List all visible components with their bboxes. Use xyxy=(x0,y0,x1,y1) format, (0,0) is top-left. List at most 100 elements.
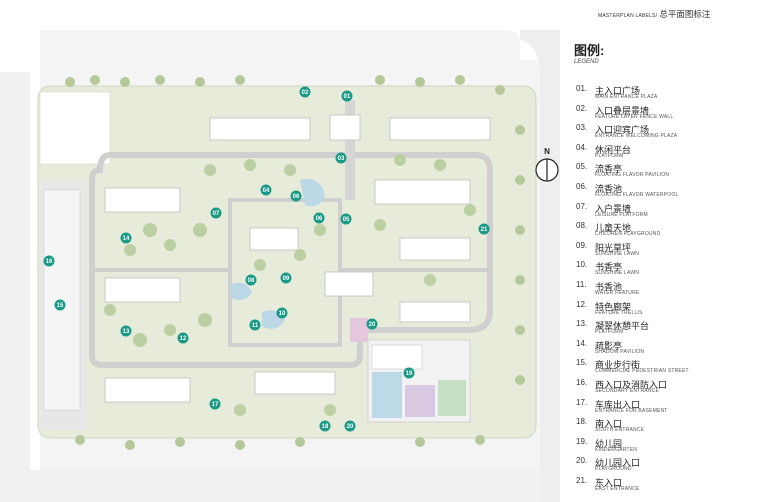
plan-marker-label: 14 xyxy=(123,236,130,242)
plan-marker-label: 21 xyxy=(481,227,488,233)
legend-item-en: SUNSHINE LAWN xyxy=(595,270,640,277)
legend-item-en: FEATURE TRELLIS xyxy=(595,309,643,316)
legend-item-num: 21. xyxy=(576,475,588,485)
legend-item-en: LEISURE PLATFORM xyxy=(595,211,648,218)
plan-marker-label: 17 xyxy=(212,402,219,408)
legend-item-num: 05. xyxy=(576,162,588,172)
legend-item-zh: 商业步行街 xyxy=(595,360,641,371)
legend-item-zh: 书香亭 xyxy=(595,262,623,273)
plan-marker-dot xyxy=(344,420,356,432)
legend-item-en: KINDERGARTEN xyxy=(595,446,638,453)
legend-item-zh: 东入口 xyxy=(595,477,623,488)
plan-marker-label: 13 xyxy=(123,329,130,335)
plan-marker-label: 04 xyxy=(263,188,270,194)
legend-item-en: SUNSHINE LAWN xyxy=(595,250,640,257)
legend-item-en: PLAYGROUND xyxy=(595,466,632,473)
plan-marker-dot xyxy=(54,299,66,311)
legend-item-zh: 南入口 xyxy=(595,419,623,430)
plan-marker-dot xyxy=(319,420,331,432)
legend-item-en: ENTRANCE FOR BASEMENT xyxy=(595,407,668,414)
legend-item-num: 06. xyxy=(576,181,588,191)
plan-marker-dot xyxy=(210,207,222,219)
legend-item-en: SOUTH ENTRANCE xyxy=(595,427,645,434)
plan-marker-label: 07 xyxy=(213,211,220,217)
page-header: MASTERPLAN LABELS/ 总平面图标注 xyxy=(598,8,710,20)
legend-item-en: WATER FEATURE xyxy=(595,289,640,296)
plan-marker-dot xyxy=(340,213,352,225)
legend-item-num: 09. xyxy=(576,240,588,250)
legend-item-en: MAIN ENTRANCE PLAZA xyxy=(595,94,658,100)
legend-item-zh: 休闲平台 xyxy=(595,144,632,155)
plan-marker-dot xyxy=(299,86,311,98)
plan-marker-dot xyxy=(366,318,378,330)
plan-marker-label: 09 xyxy=(283,276,290,282)
legend-item-en: EAST ENTRANCE xyxy=(595,485,640,492)
legend-item-zh: 幼儿园入口 xyxy=(595,458,641,469)
legend-item-zh: 车库出入口 xyxy=(595,399,641,410)
legend-item-num: 12. xyxy=(576,299,588,309)
legend-item-en: SHADOW PAVILION xyxy=(595,348,645,355)
legend-item-en: SECONDARY ENTRANCE xyxy=(595,387,659,394)
north-label: N xyxy=(544,147,550,156)
plan-marker-dot xyxy=(290,190,302,202)
legend-item-zh: 流香池 xyxy=(595,183,623,194)
legend-item-zh: 主入口广场 xyxy=(595,86,641,96)
plan-marker-label: 19 xyxy=(406,371,413,377)
plan-marker-dot xyxy=(341,90,353,102)
legend-item-num: 17. xyxy=(576,397,588,407)
legend-item-zh: 幼儿园 xyxy=(595,438,623,449)
plan-marker-label: 08 xyxy=(248,278,255,284)
legend-item-num: 10. xyxy=(576,260,588,270)
plan-marker-label: 02 xyxy=(302,90,309,96)
plan-marker-dot xyxy=(43,255,55,267)
legend-item-zh: 凝翠休憩平台 xyxy=(595,321,650,332)
plan-marker-dot xyxy=(403,367,415,379)
plan-marker-label: 06 xyxy=(293,194,300,200)
legend-item-num: 04. xyxy=(576,142,588,152)
north-arrow-icon: N xyxy=(535,147,559,182)
legend-subtitle: LEGEND xyxy=(574,59,599,65)
legend-item-zh: 书香池 xyxy=(595,281,623,292)
legend-item-en: ENTRANCE WELCOMING PLAZA xyxy=(595,133,678,140)
plan-marker-label: 03 xyxy=(338,156,345,162)
legend-item-zh: 入口迎宾广场 xyxy=(595,125,650,136)
legend-item-num: 15. xyxy=(576,358,588,368)
legend-item-zh: 入户景墙 xyxy=(595,203,632,214)
legend-item-zh: 入口叠层景墙 xyxy=(595,105,650,116)
legend-item-num: 14. xyxy=(576,338,588,348)
legend-item-zh: 儿童天地 xyxy=(595,223,632,234)
legend-item-num: 13. xyxy=(576,319,588,329)
legend-item-en: PLATFORM xyxy=(595,152,624,159)
legend-item-en: FLOATING FLAVOR WATERPOOL xyxy=(595,191,679,198)
plan-marker-dot xyxy=(209,398,221,410)
legend-item-en: CHILDREN PLAYGROUND xyxy=(595,231,661,238)
plan-marker-dot xyxy=(313,212,325,224)
plan-marker-dot xyxy=(249,319,261,331)
legend-item-en: FLOATING FLAVOR PAVILION xyxy=(595,172,670,179)
legend-item-zh: 西入口及消防入口 xyxy=(595,379,668,390)
plan-marker-label: 16 xyxy=(46,259,53,265)
legend-item-num: 01. xyxy=(576,84,588,93)
plan-marker-label: 20 xyxy=(347,424,354,430)
legend-item-num: 02. xyxy=(576,103,588,113)
